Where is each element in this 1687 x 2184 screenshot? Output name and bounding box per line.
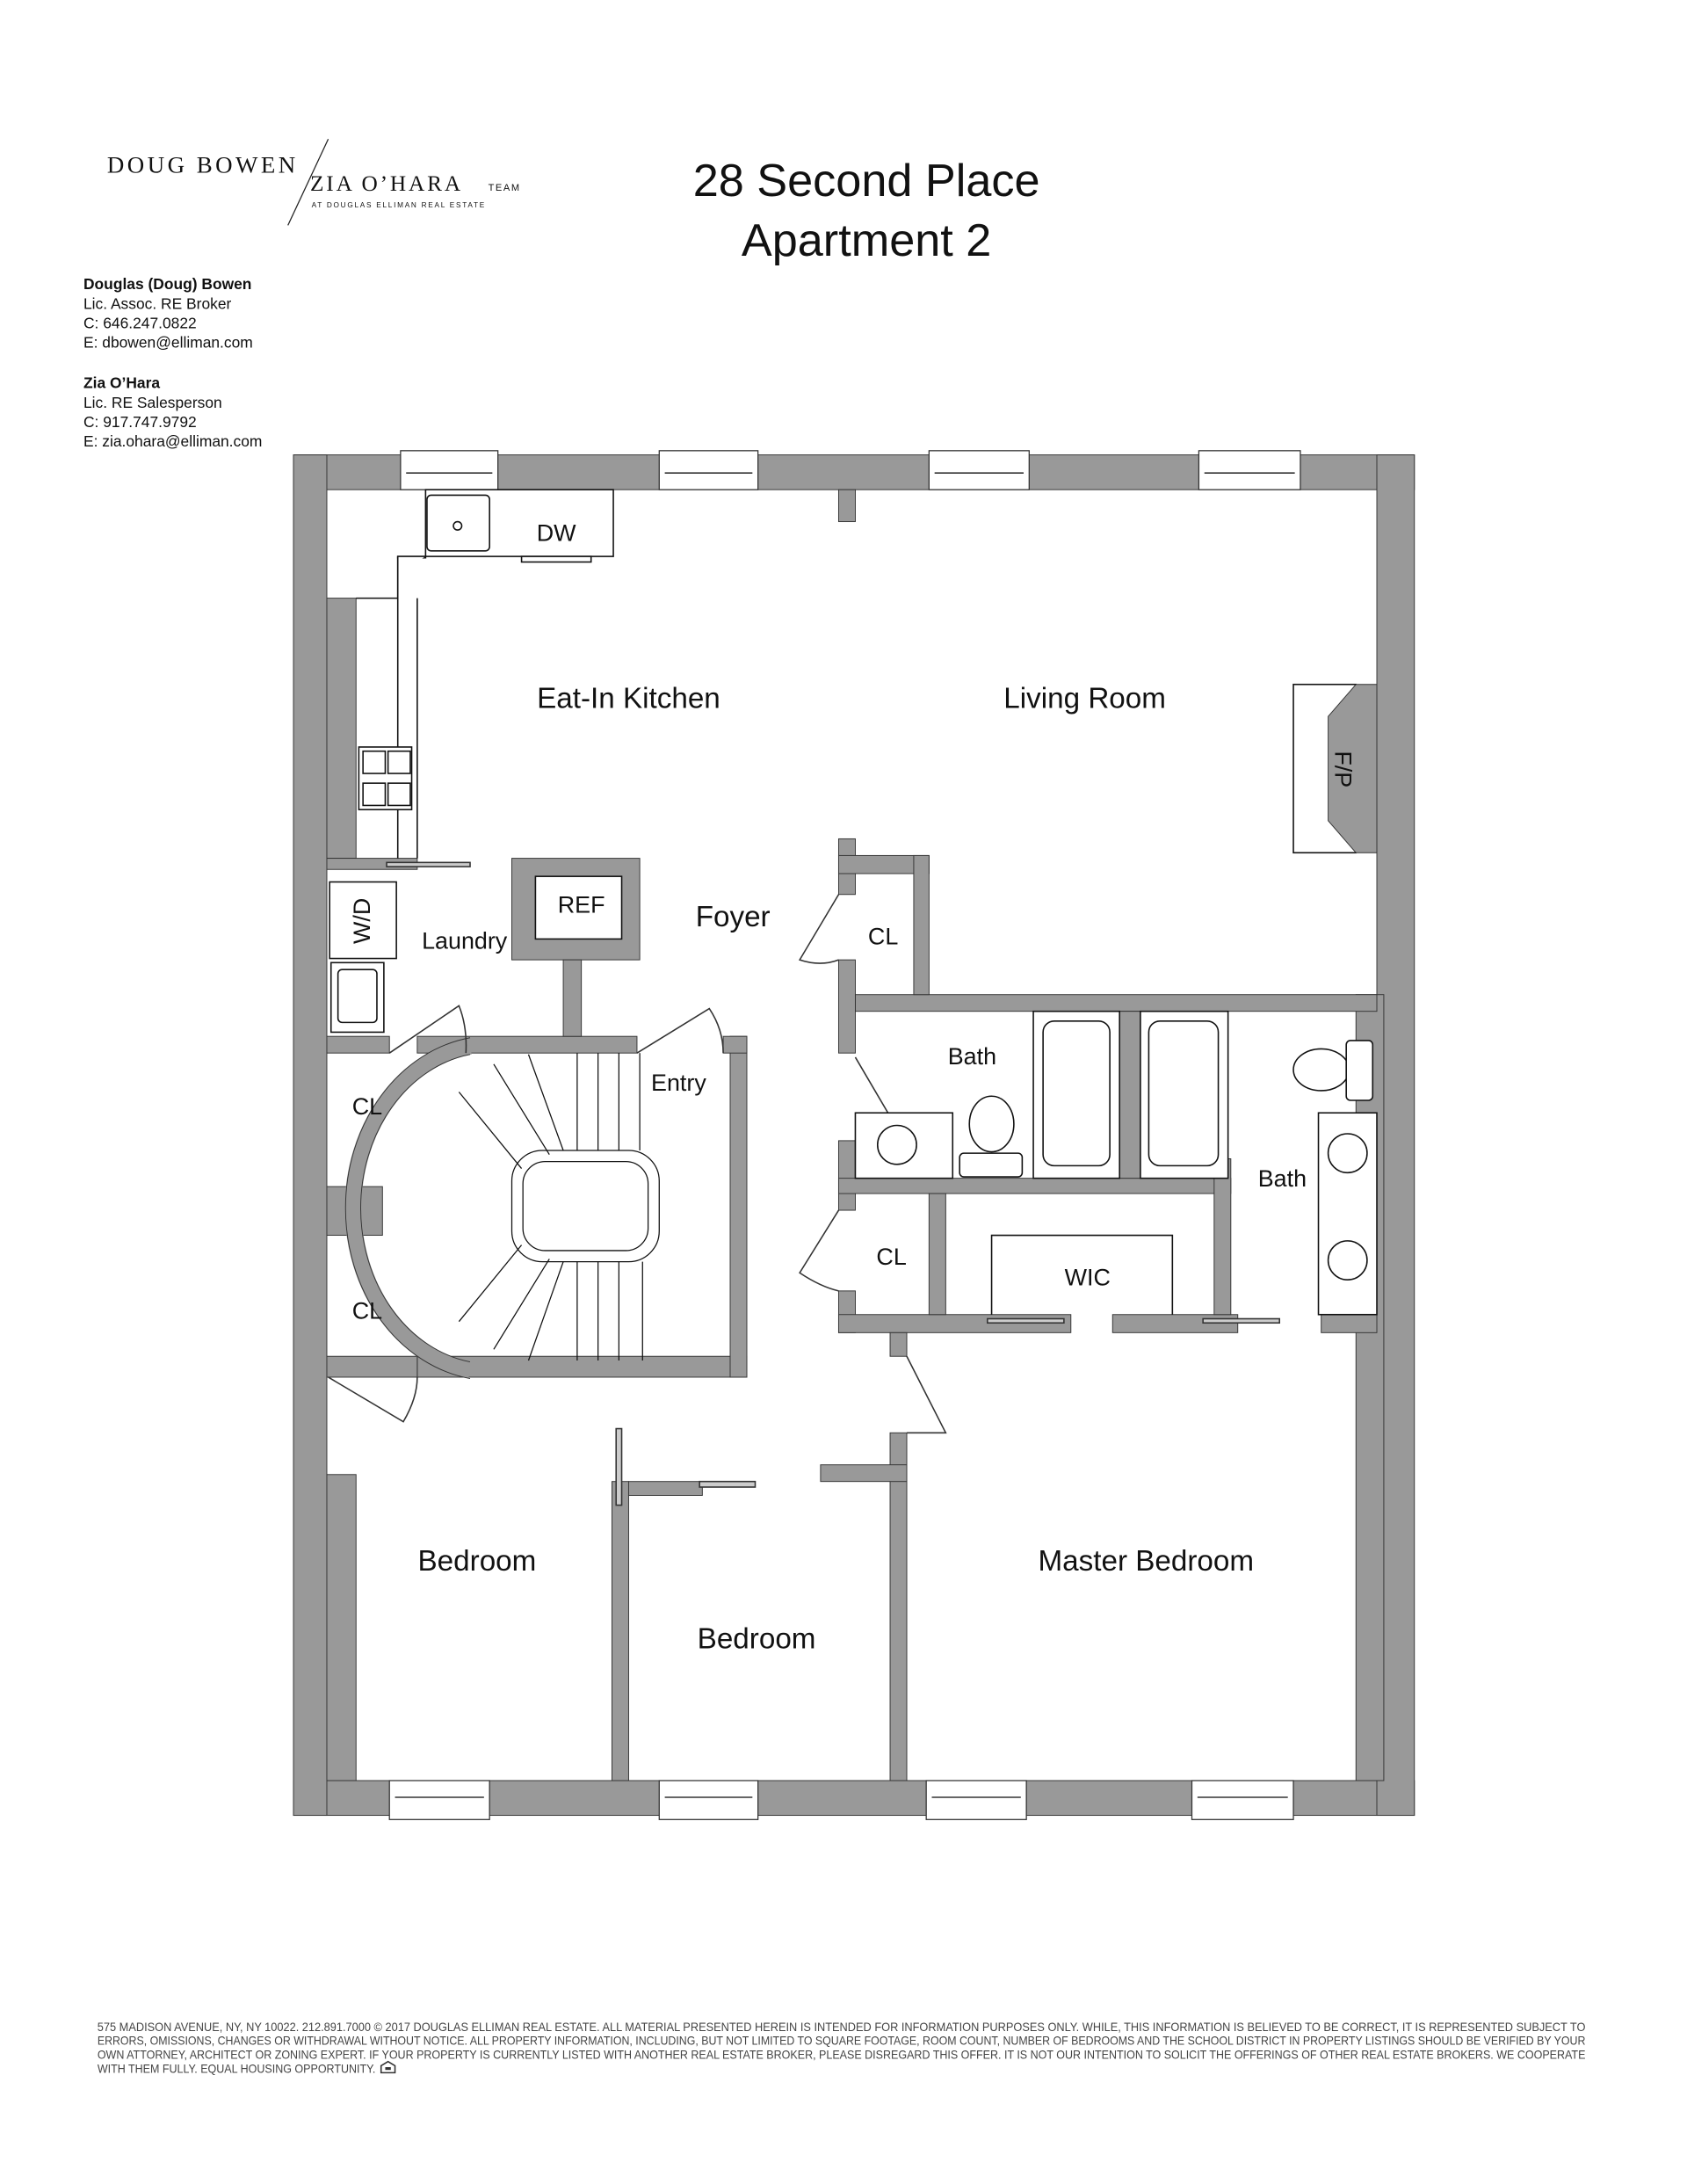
label-entry: Entry (651, 1070, 706, 1096)
label-ref: REF (558, 891, 605, 918)
windows (388, 450, 1301, 1820)
agent-email[interactable]: E: dbowen@elliman.com (83, 334, 253, 352)
toilet-icon (1292, 1048, 1350, 1092)
disclaimer-line: ERRORS, OMISSIONS, CHANGES OR WITHDRAWAL… (98, 2035, 1586, 2048)
sink-icon (1327, 1133, 1368, 1174)
label-closet: CL (352, 1297, 382, 1324)
staircase (458, 1053, 660, 1361)
disclaimer: 575 MADISON AVENUE, NY, NY 10022. 212.89… (98, 2021, 1586, 2075)
agent-license: Lic. Assoc. RE Broker (83, 294, 232, 312)
label-laundry: Laundry (422, 927, 508, 954)
label-living-room: Living Room (1003, 683, 1166, 715)
title-apartment: Apartment 2 (742, 215, 991, 266)
label-bedroom: Bedroom (698, 1623, 816, 1656)
agent-phone[interactable]: C: 646.247.0822 (83, 315, 197, 332)
label-foyer: Foyer (696, 901, 771, 933)
label-master-bedroom: Master Bedroom (1038, 1545, 1254, 1578)
fixtures (329, 489, 1378, 1316)
agent-license: Lic. RE Salesperson (83, 394, 222, 411)
disclaimer-line: WITH THEM FULLY. EQUAL HOUSING OPPORTUNI… (98, 2062, 376, 2075)
logo-team: TEAM (489, 183, 521, 193)
label-kitchen: Eat-In Kitchen (537, 683, 720, 715)
equal-housing-icon (380, 2060, 396, 2074)
disclaimer-line: OWN ATTORNEY, ARCHITECT OR ZONING EXPERT… (98, 2049, 1586, 2062)
sink-icon (1327, 1240, 1368, 1281)
label-wd: W/D (349, 898, 375, 944)
room-labels: DW Eat-In Kitchen Living Room F/P REF Fo… (349, 520, 1356, 1656)
label-dw: DW (537, 520, 576, 547)
label-closet: CL (352, 1093, 382, 1120)
label-bedroom: Bedroom (418, 1545, 537, 1578)
label-closet: CL (868, 924, 898, 950)
agent-name: Douglas (Doug) Bowen (83, 275, 251, 293)
agent-contacts: Douglas (Doug) Bowen Lic. Assoc. RE Brok… (83, 275, 262, 450)
disclaimer-line: 575 MADISON AVENUE, NY, NY 10022. 212.89… (98, 2021, 1586, 2034)
logo-line2: ZIA O’HARA (310, 171, 463, 196)
wall-left (293, 454, 328, 1817)
bathtub-icon (1148, 1019, 1220, 1167)
floor-plan: DW Eat-In Kitchen Living Room F/P REF Fo… (293, 450, 1415, 1820)
label-closet: CL (876, 1244, 906, 1270)
label-bath: Bath (1258, 1165, 1307, 1192)
agent-name: Zia O’Hara (83, 374, 160, 392)
label-wic: WIC (1065, 1265, 1111, 1291)
bathtub-icon (1042, 1019, 1111, 1167)
title-address: 28 Second Place (693, 156, 1040, 207)
agent-phone[interactable]: C: 917.747.9792 (83, 413, 197, 431)
label-bath: Bath (948, 1043, 996, 1070)
logo: DOUG BOWEN ZIA O’HARA TEAM AT DOUGLAS EL… (107, 139, 521, 226)
toilet-icon (968, 1095, 1015, 1153)
logo-sub: AT DOUGLAS ELLIMAN REAL ESTATE (312, 201, 486, 209)
logo-line1: DOUG BOWEN (107, 151, 299, 178)
agent-email[interactable]: E: zia.ohara@elliman.com (83, 432, 262, 450)
label-fireplace: F/P (1330, 751, 1357, 787)
sink-icon (876, 1124, 917, 1165)
